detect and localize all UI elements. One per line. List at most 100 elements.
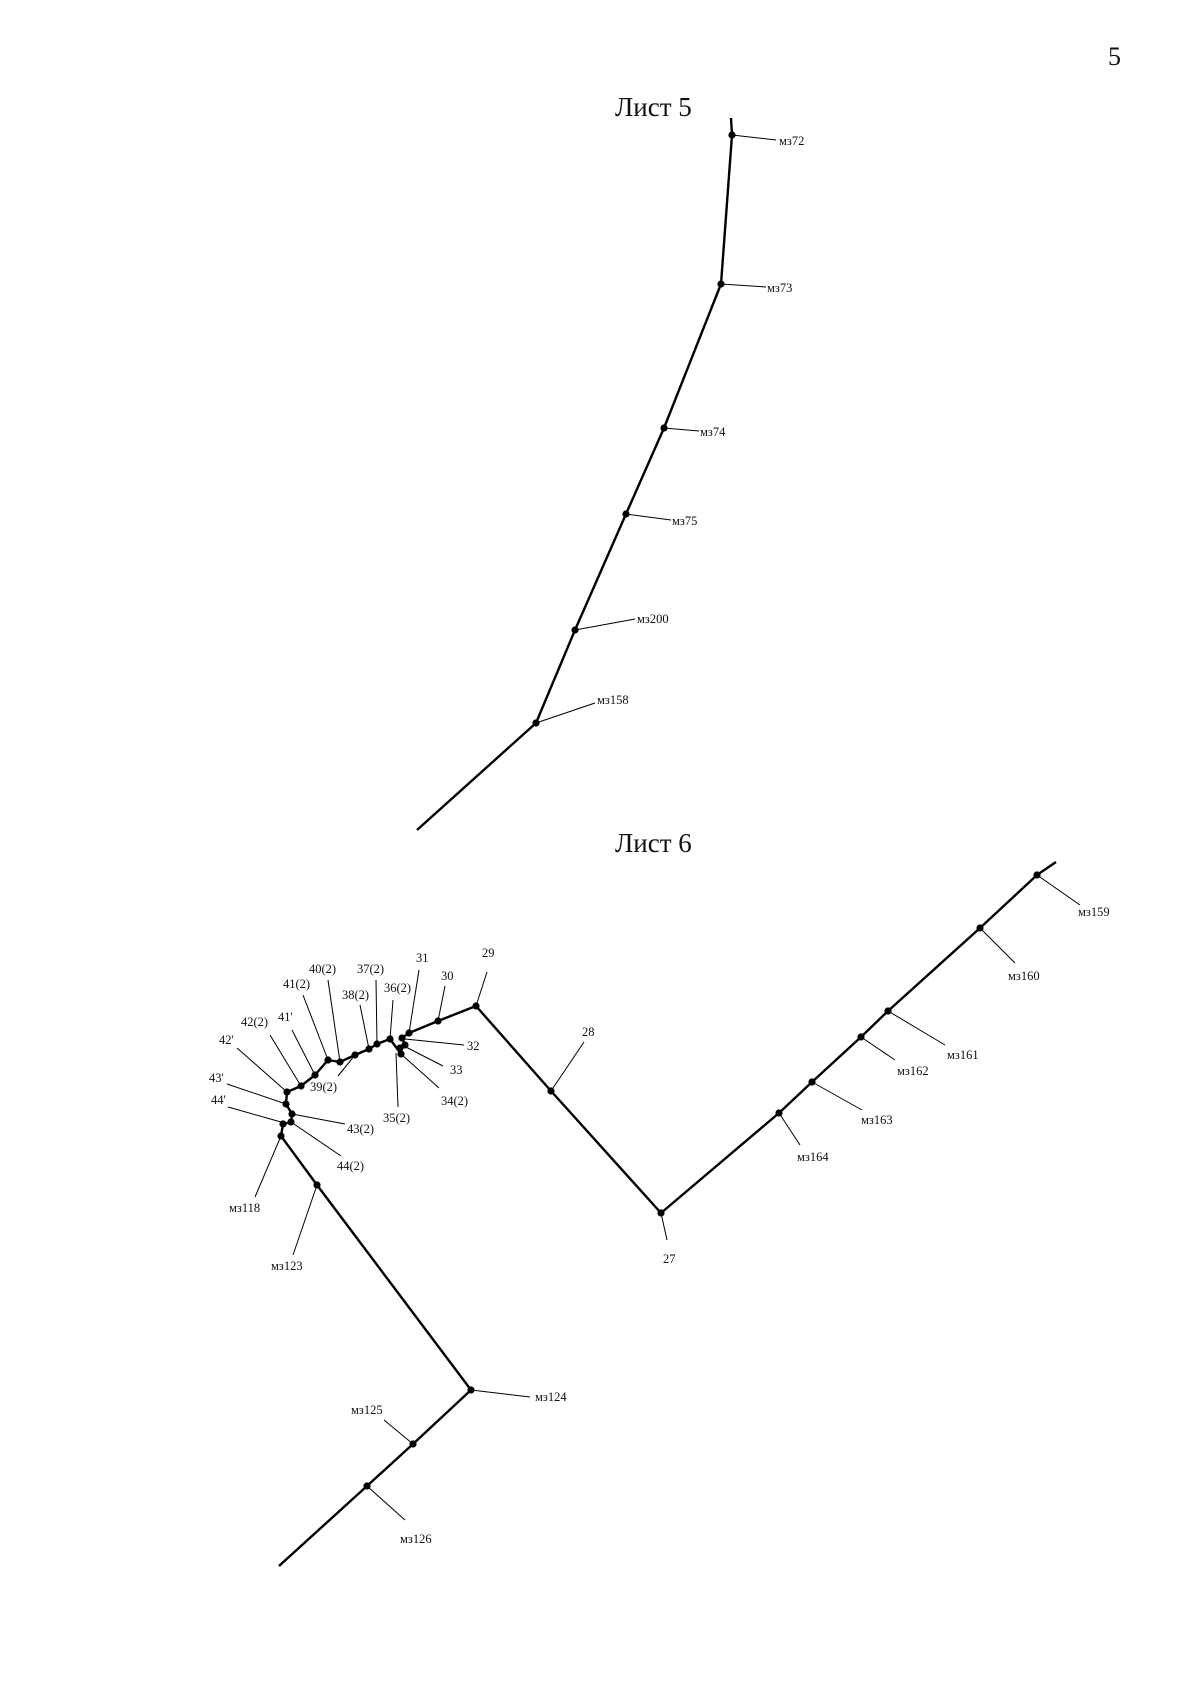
leader-mz164 bbox=[778, 1112, 801, 1146]
leader-43-2 bbox=[291, 1113, 346, 1125]
label-mz163: мз163 bbox=[861, 1113, 893, 1127]
node-40-2 bbox=[336, 1058, 344, 1066]
label-44-2: 44(2) bbox=[337, 1159, 364, 1173]
label-40-2: 40(2) bbox=[309, 962, 336, 976]
leader-mz374 bbox=[663, 427, 700, 432]
node-43p bbox=[282, 1100, 290, 1108]
sheet-5-route-line bbox=[416, 117, 734, 831]
node-31 bbox=[405, 1029, 413, 1037]
sheet-6-route-line-winding bbox=[279, 1004, 477, 1137]
leader-43p bbox=[226, 1083, 287, 1105]
node-mz161 bbox=[884, 1007, 892, 1015]
leader-mz373 bbox=[720, 283, 767, 288]
node-37-2 bbox=[373, 1040, 381, 1048]
leader-44p bbox=[227, 1106, 282, 1123]
leader-28 bbox=[550, 1041, 585, 1092]
leader-mz123 bbox=[292, 1184, 318, 1256]
leader-mz200 bbox=[574, 618, 636, 631]
leader-41p bbox=[291, 1029, 316, 1076]
node-mz162 bbox=[857, 1033, 865, 1041]
page-number: 5 bbox=[1108, 42, 1121, 71]
leader-mz118 bbox=[254, 1135, 282, 1198]
label-mz124: мз124 bbox=[535, 1390, 567, 1404]
node-42-2 bbox=[297, 1082, 305, 1090]
node-39-2 bbox=[351, 1051, 359, 1059]
sheet-6-route-line-south bbox=[278, 1135, 473, 1567]
leader-32 bbox=[404, 1038, 465, 1046]
node-mz375 bbox=[622, 510, 630, 518]
leader-38-2 bbox=[359, 1004, 370, 1050]
label-30: 30 bbox=[441, 969, 454, 983]
leader-36-2 bbox=[389, 999, 394, 1040]
sheet-5-title: Лист 5 bbox=[615, 92, 692, 122]
label-43p: 43' bbox=[209, 1071, 224, 1085]
node-mz200 bbox=[571, 626, 579, 634]
leader-mz159 bbox=[1036, 874, 1081, 906]
node-mz124 bbox=[467, 1386, 475, 1394]
leader-mz372 bbox=[731, 134, 777, 141]
leader-34-2 bbox=[400, 1053, 440, 1089]
label-38-2: 38(2) bbox=[342, 988, 369, 1002]
leader-mz124 bbox=[470, 1389, 531, 1398]
leader-mz125 bbox=[383, 1419, 414, 1445]
label-43-2: 43(2) bbox=[347, 1122, 374, 1136]
leader-mz158 bbox=[535, 702, 596, 724]
node-44p bbox=[279, 1120, 287, 1128]
leader-mz162 bbox=[860, 1036, 896, 1061]
label-42-2: 42(2) bbox=[241, 1015, 268, 1029]
label-mz158: мз158 bbox=[597, 693, 629, 707]
label-mz126: мз126 bbox=[400, 1532, 432, 1546]
node-mz118 bbox=[277, 1132, 285, 1140]
label-39-2: 39(2) bbox=[310, 1080, 337, 1094]
label-mz200: мз200 bbox=[637, 612, 669, 626]
node-mz373 bbox=[717, 280, 725, 288]
node-34-2 bbox=[396, 1044, 404, 1052]
label-32: 32 bbox=[467, 1039, 480, 1053]
label-mz123: мз123 bbox=[271, 1259, 303, 1273]
node-mz126 bbox=[363, 1482, 371, 1490]
sheet-6-title: Лист 6 bbox=[615, 828, 692, 858]
node-mz158 bbox=[532, 719, 540, 727]
leader-39-2 bbox=[337, 1054, 356, 1077]
leader-31 bbox=[408, 969, 420, 1034]
label-mz125: мз125 bbox=[351, 1403, 383, 1417]
leader-mz375 bbox=[625, 513, 672, 521]
sheet-6-route-line-east bbox=[475, 861, 1057, 1215]
node-38-2 bbox=[365, 1045, 373, 1053]
label-41-2: 41(2) bbox=[283, 977, 310, 991]
node-mz160 bbox=[976, 924, 984, 932]
label-mz374: мз74 bbox=[700, 425, 726, 439]
label-28: 28 bbox=[582, 1025, 595, 1039]
node-44-2 bbox=[287, 1118, 295, 1126]
node-mz125 bbox=[409, 1440, 417, 1448]
leader-35-2 bbox=[395, 1052, 399, 1108]
leader-mz126 bbox=[366, 1485, 406, 1521]
label-29: 29 bbox=[482, 946, 495, 960]
label-33: 33 bbox=[450, 1063, 463, 1077]
leader-30 bbox=[437, 985, 446, 1022]
label-34-2: 34(2) bbox=[441, 1094, 468, 1108]
label-31: 31 bbox=[416, 951, 429, 965]
label-mz372: мз72 bbox=[779, 134, 804, 148]
node-mz159 bbox=[1033, 871, 1041, 879]
leader-41-2 bbox=[302, 994, 329, 1061]
label-27: 27 bbox=[663, 1252, 676, 1266]
node-36-2 bbox=[386, 1035, 394, 1043]
label-mz161: мз161 bbox=[947, 1048, 979, 1062]
node-32 bbox=[398, 1034, 406, 1042]
node-28 bbox=[547, 1087, 555, 1095]
label-44p: 44' bbox=[211, 1093, 226, 1107]
label-mz373: мз73 bbox=[767, 281, 792, 295]
label-35-2: 35(2) bbox=[383, 1111, 410, 1125]
node-41p bbox=[311, 1071, 319, 1079]
leader-33 bbox=[401, 1044, 444, 1067]
node-mz372 bbox=[728, 131, 736, 139]
node-35-2 bbox=[397, 1050, 405, 1058]
label-mz162: мз162 bbox=[897, 1064, 929, 1078]
label-mz118: мз118 bbox=[229, 1201, 260, 1215]
leader-37-2 bbox=[375, 979, 378, 1045]
leader-mz161 bbox=[887, 1010, 946, 1046]
node-mz164 bbox=[775, 1109, 783, 1117]
node-30 bbox=[434, 1017, 442, 1025]
